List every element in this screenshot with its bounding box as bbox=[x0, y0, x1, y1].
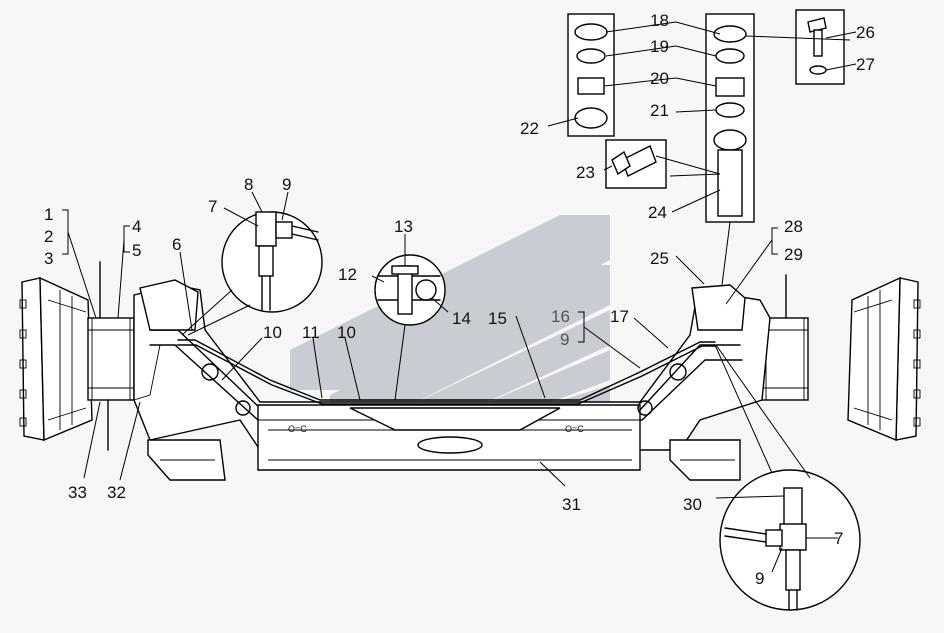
inset-left-fitting bbox=[181, 211, 323, 336]
label-4: 4 bbox=[132, 217, 141, 236]
label-20: 20 bbox=[650, 69, 669, 88]
label-1: 1 bbox=[44, 205, 53, 224]
label-12: 12 bbox=[338, 265, 357, 284]
right-wheel-hub bbox=[761, 274, 921, 442]
label-10-left: 10 bbox=[263, 323, 282, 342]
label-3: 3 bbox=[44, 249, 53, 268]
plate-mark-left: O=C bbox=[288, 424, 307, 434]
label-17: 17 bbox=[610, 307, 629, 326]
label-27: 27 bbox=[856, 55, 875, 74]
label-32: 32 bbox=[107, 483, 126, 502]
label-33: 33 bbox=[68, 483, 87, 502]
label-13: 13 bbox=[394, 217, 413, 236]
label-9-top: 9 bbox=[282, 175, 291, 194]
label-9-center: 9 bbox=[560, 330, 569, 349]
part-labels: 1 2 3 4 5 6 7 8 9 10 11 10 13 12 14 15 1… bbox=[44, 11, 875, 588]
label-25: 25 bbox=[650, 249, 669, 268]
label-19: 19 bbox=[650, 37, 669, 56]
label-18: 18 bbox=[650, 11, 669, 30]
inset-right-fitting bbox=[714, 344, 861, 611]
label-26: 26 bbox=[856, 23, 875, 42]
brake-lines bbox=[133, 339, 716, 405]
label-9-bottom: 9 bbox=[755, 569, 764, 588]
leader-lines bbox=[62, 21, 857, 573]
label-24: 24 bbox=[648, 203, 667, 222]
label-14: 14 bbox=[452, 309, 471, 328]
label-11: 11 bbox=[302, 323, 320, 342]
label-28: 28 bbox=[784, 217, 803, 236]
label-21: 21 bbox=[650, 101, 669, 120]
label-8: 8 bbox=[244, 175, 253, 194]
label-2: 2 bbox=[44, 227, 53, 246]
axle-housing bbox=[133, 279, 771, 481]
label-22: 22 bbox=[520, 119, 539, 138]
plate-mark-right: O=C bbox=[565, 424, 584, 434]
label-6: 6 bbox=[172, 235, 181, 254]
label-16: 16 bbox=[551, 307, 570, 326]
label-29: 29 bbox=[784, 245, 803, 264]
label-15: 15 bbox=[488, 309, 507, 328]
label-23: 23 bbox=[576, 163, 595, 182]
kingpin-assembly bbox=[567, 9, 845, 286]
label-7-right: 7 bbox=[834, 529, 843, 548]
label-31: 31 bbox=[562, 495, 581, 514]
label-5: 5 bbox=[132, 241, 141, 260]
label-30: 30 bbox=[683, 495, 702, 514]
left-wheel-hub bbox=[19, 261, 135, 451]
label-7-left: 7 bbox=[208, 197, 217, 216]
label-10-center: 10 bbox=[337, 323, 356, 342]
